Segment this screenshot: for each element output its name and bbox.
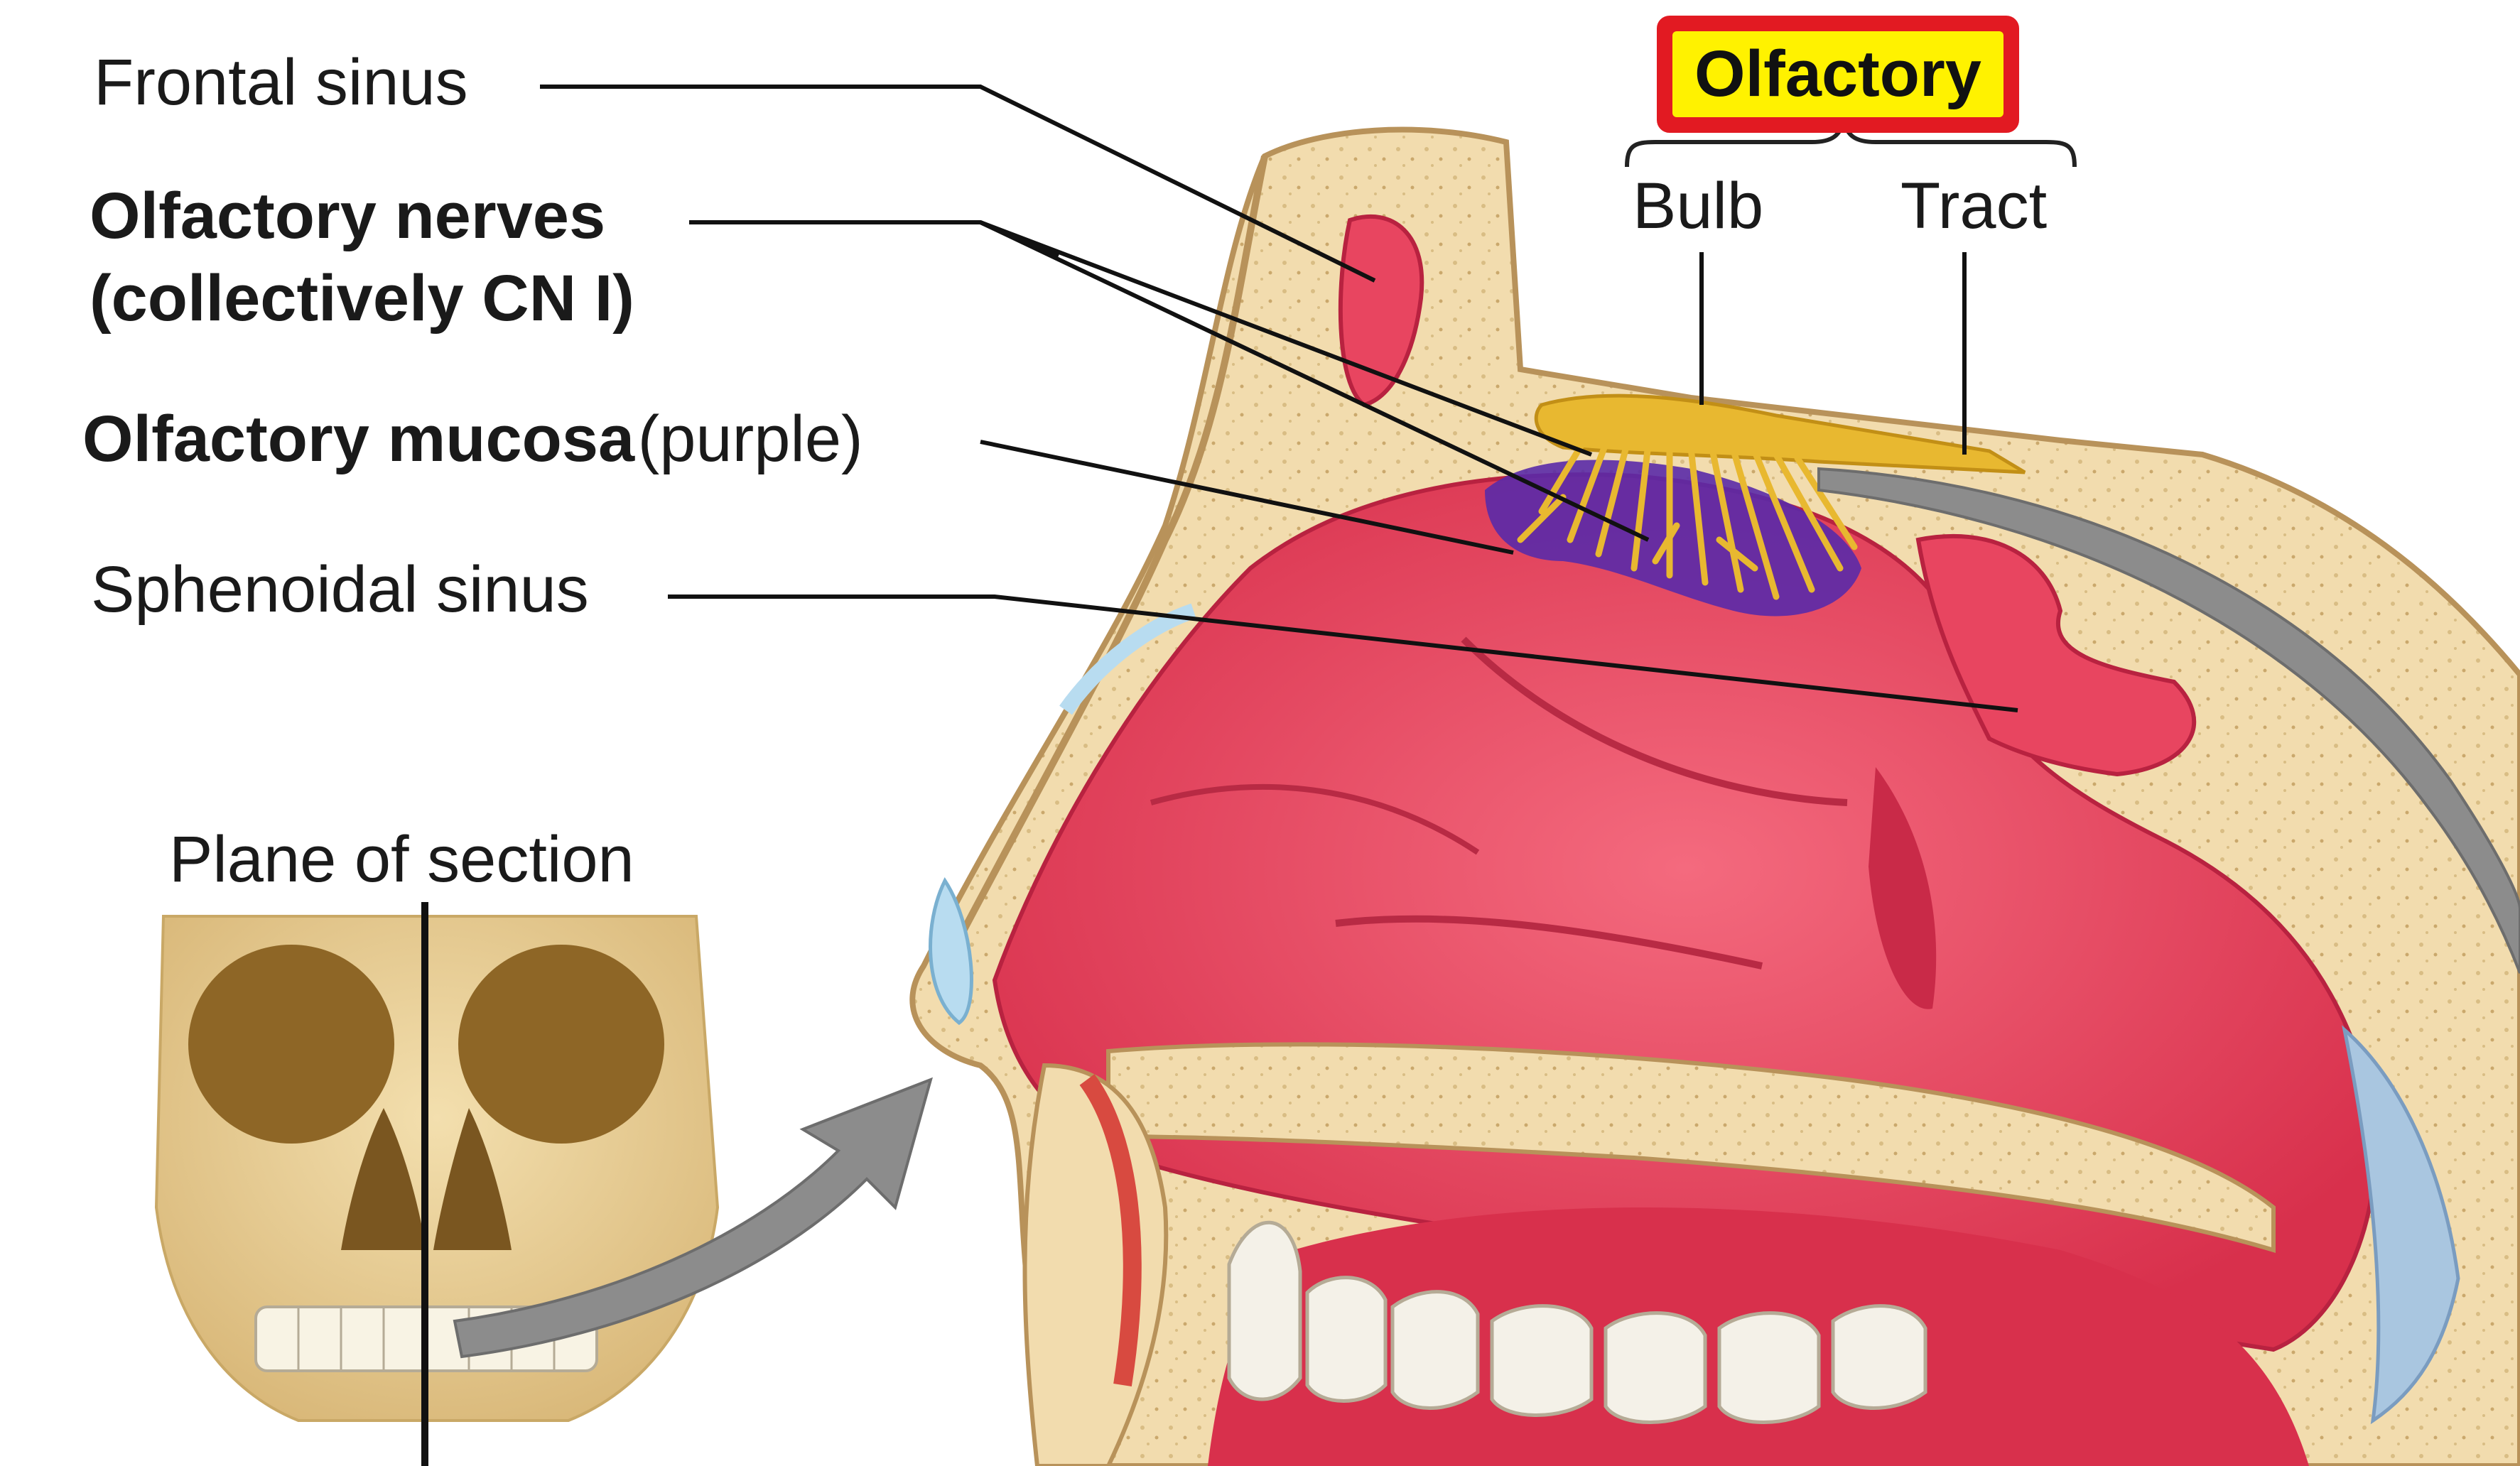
olfactory-highlight-box: Olfactory	[1657, 16, 2019, 133]
olfactory-label: Olfactory	[1667, 26, 2009, 123]
olfactory-mucosa-label-bold: Olfactory mucosa	[82, 403, 634, 475]
olfactory-mucosa-label: Olfactory mucosa (purple)	[82, 403, 863, 475]
plane-of-section-label: Plane of section	[169, 824, 634, 896]
olfactory-nerves-label: Olfactory nerves	[90, 180, 605, 252]
tract-label: Tract	[1900, 170, 2047, 242]
skull-inset	[156, 902, 718, 1466]
olfactory-mucosa-label-note: (purple)	[638, 403, 863, 475]
frontal-sinus-label: Frontal sinus	[94, 47, 468, 119]
bulb-label: Bulb	[1633, 170, 1763, 242]
sphenoidal-sinus-label: Sphenoidal sinus	[91, 554, 589, 626]
olfactory-nerves-sublabel: (collectively CN I)	[90, 263, 634, 335]
